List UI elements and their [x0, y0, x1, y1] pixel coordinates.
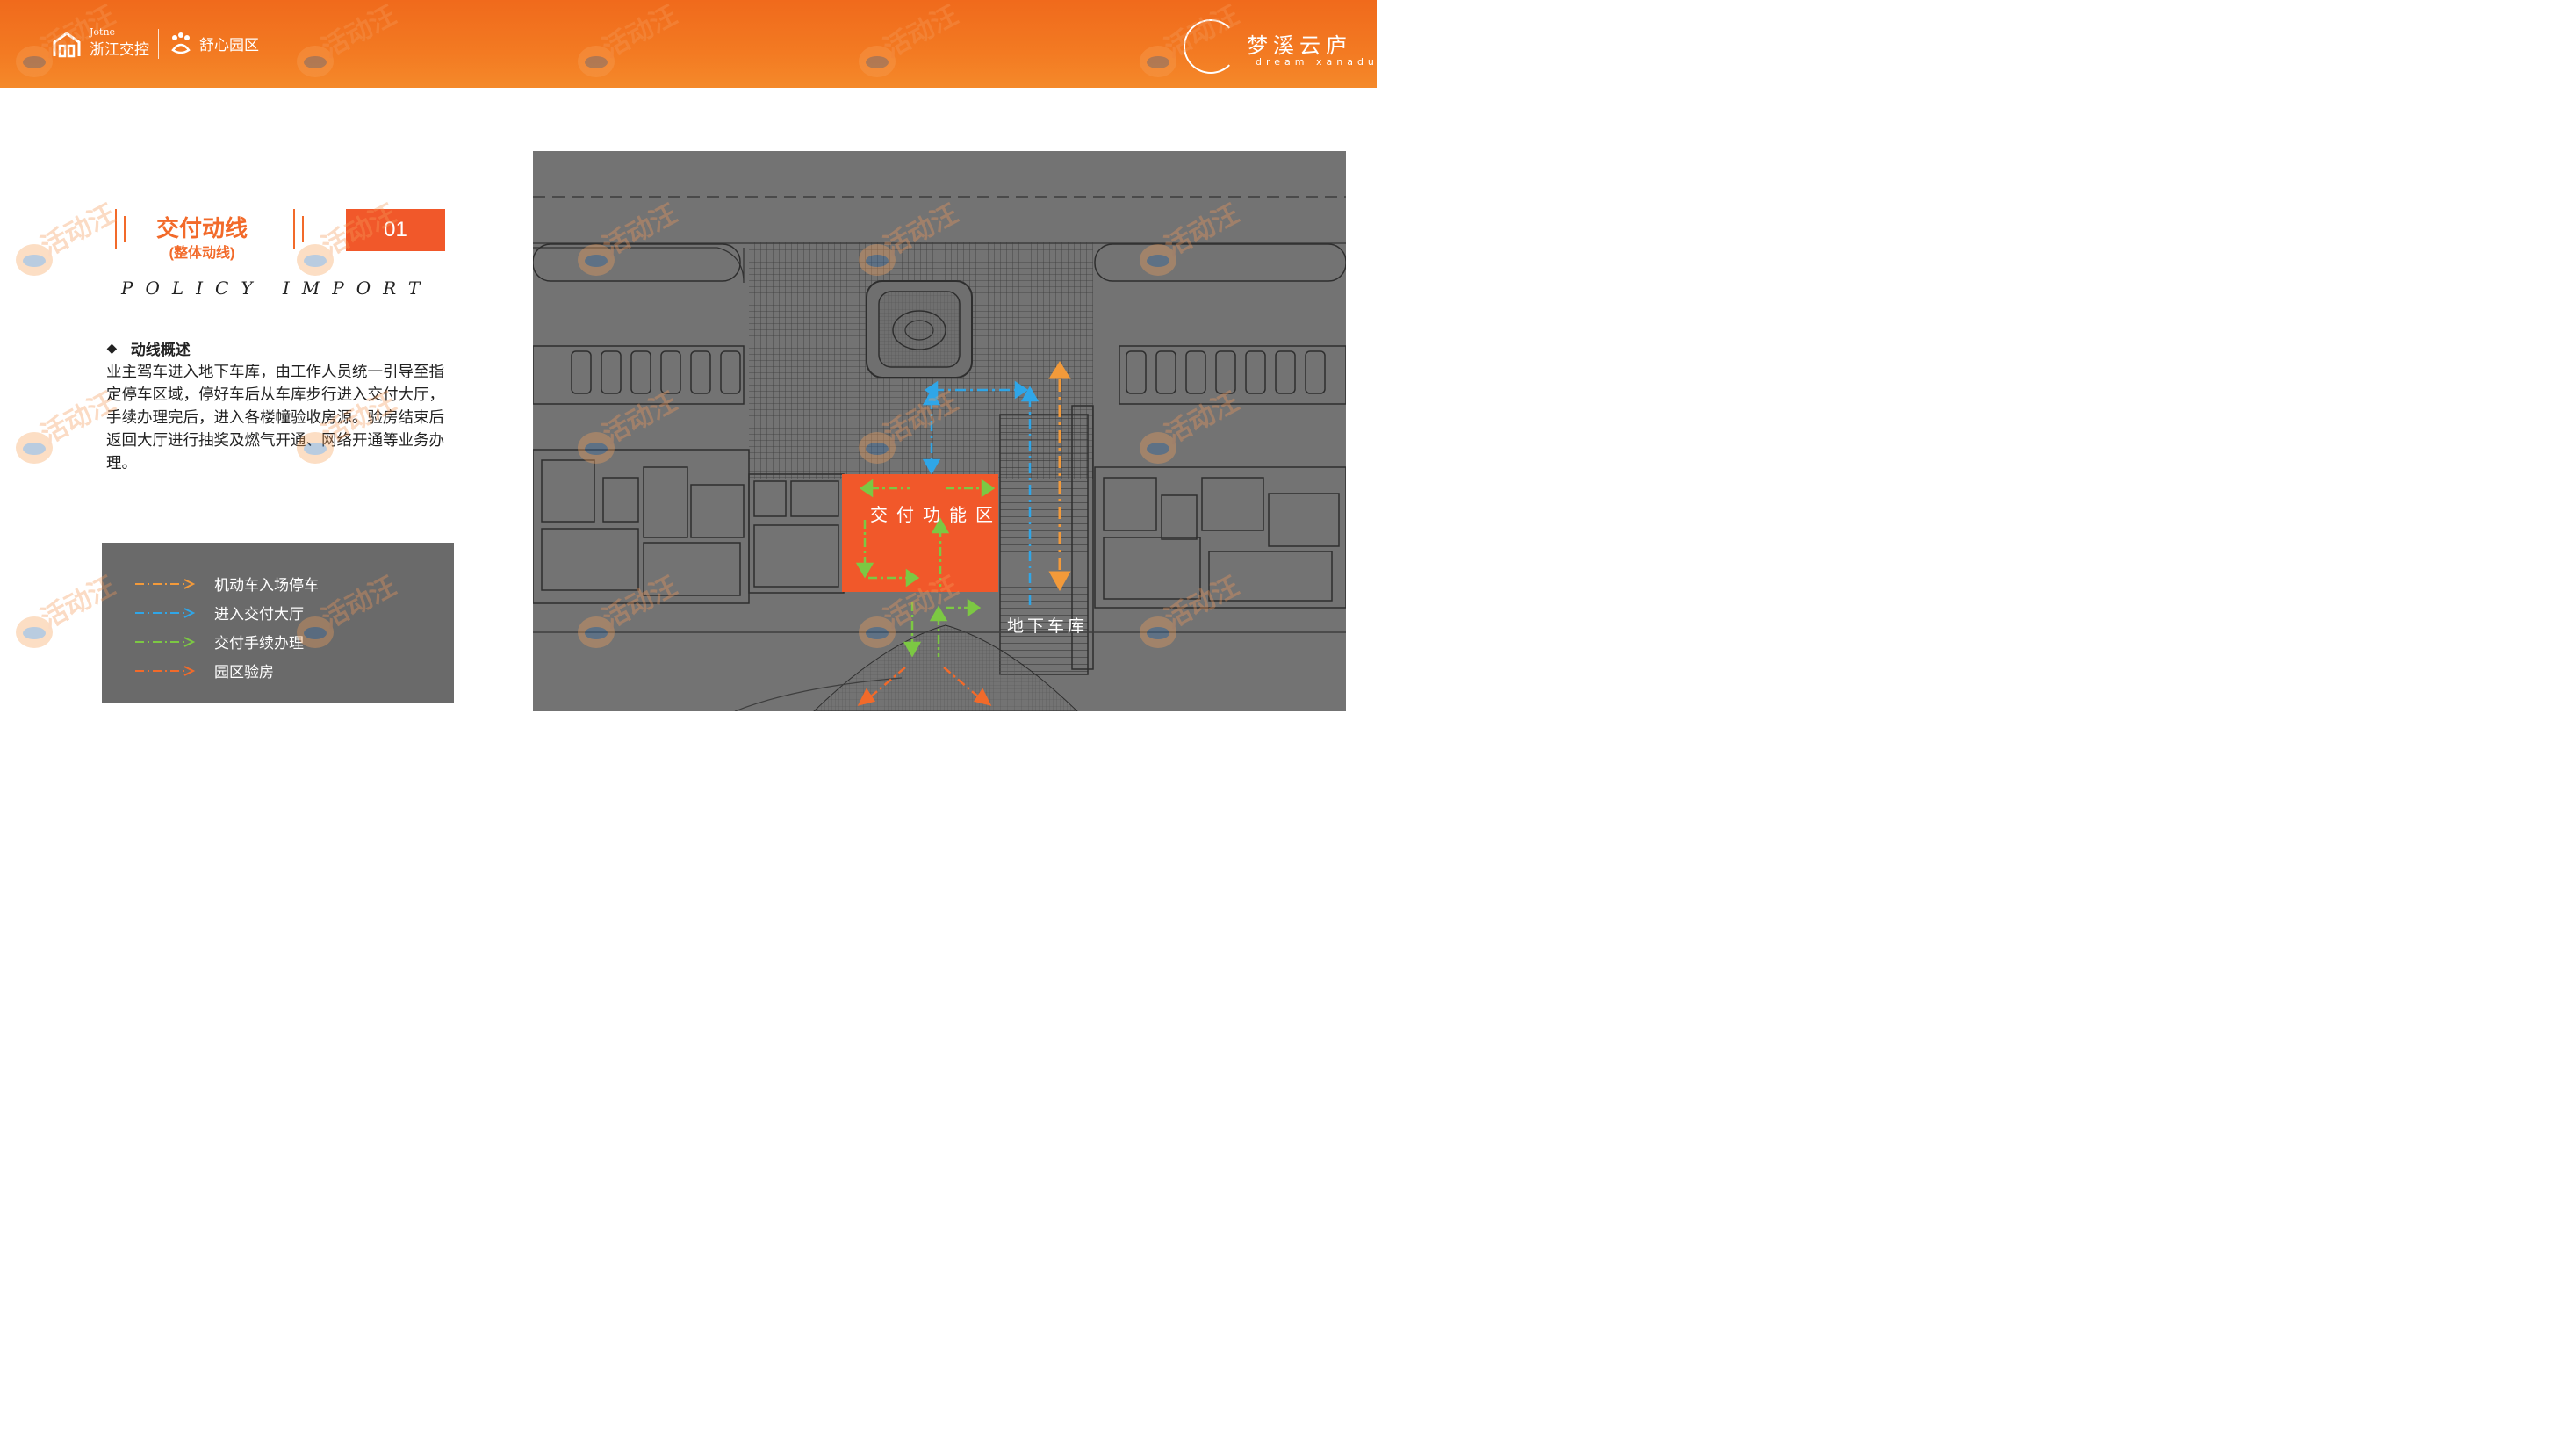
zhejiang-jiaokong-logo: Jotne 浙江交控	[51, 26, 149, 59]
red-dash-arrow-icon	[135, 665, 196, 676]
green-dash-arrow-icon	[135, 636, 196, 647]
legend-item-procedures: 交付手续办理	[135, 631, 304, 652]
jiaokong-logo-icon	[53, 31, 81, 57]
brand-jt-chinese: 浙江交控	[90, 41, 149, 58]
shuxin-park-logo: 舒心园区	[168, 31, 259, 57]
legend-item-enter-hall: 进入交付大厅	[135, 602, 304, 624]
section-title: 交付动线	[155, 215, 248, 242]
brand-divider	[158, 28, 159, 59]
watermark: 活动汪	[16, 199, 139, 278]
delivery-zone-label: 交付功能区	[870, 504, 1002, 525]
watermark: 活动汪	[578, 387, 701, 465]
garage-label: 地下车库	[1007, 616, 1089, 636]
orange-dash-arrow-icon	[135, 578, 196, 589]
site-plan: 交付功能区 地下车库	[533, 151, 1346, 711]
watermark: 活动汪	[1140, 1, 1263, 79]
legend-label: 进入交付大厅	[214, 606, 304, 623]
overview-heading: ◆ 动线概述	[107, 337, 191, 359]
procedure-flow	[855, 479, 996, 658]
paw-icon	[171, 32, 191, 54]
legend-label: 园区验房	[214, 664, 274, 681]
watermark: 活动汪	[1140, 199, 1263, 278]
parking-right	[1119, 345, 1346, 405]
overview-heading-text: 动线概述	[130, 342, 191, 358]
watermark: 活动汪	[578, 572, 701, 650]
section-english: POLICY IMPORT	[121, 278, 433, 299]
inspection-flow	[857, 667, 992, 706]
brand-sx-name: 舒心园区	[199, 37, 259, 54]
title-bar-right-1	[293, 209, 295, 249]
brand-logos: Jotne 浙江交控 舒心园区	[51, 26, 259, 59]
watermark: 活动汪	[1140, 572, 1263, 650]
top-banner: Jotne 浙江交控 舒心园区 梦溪云庐 dream xanadu	[0, 0, 1377, 88]
brand-jt-english: Jotne	[90, 26, 116, 38]
section-subtitle: (整体动线)	[169, 246, 235, 261]
hall-flow	[922, 380, 1040, 608]
watermark: 活动汪	[859, 199, 982, 278]
watermark: 活动汪	[297, 1, 420, 79]
legend-label: 交付手续办理	[214, 635, 304, 652]
watermark: 活动汪	[16, 387, 139, 465]
title-bar-right-2	[302, 216, 304, 242]
watermark: 活动汪	[859, 387, 982, 465]
parking-left	[533, 345, 745, 405]
blue-dash-arrow-icon	[135, 607, 196, 618]
vehicle-flow	[1048, 361, 1071, 592]
watermark: 活动汪	[297, 199, 420, 278]
overview-paragraph: 业主驾车进入地下车库，由工作人员统一引导至指定停车区域，停好车后从车库步行进入交…	[106, 363, 444, 472]
title-bar-left-2	[124, 216, 126, 242]
watermark: 活动汪	[1140, 387, 1263, 465]
watermark: 活动汪	[859, 1, 982, 79]
project-logo-circle-icon	[1184, 19, 1238, 74]
project-name-cn: 梦溪云庐	[1247, 33, 1352, 58]
legend-item-vehicle: 机动车入场停车	[135, 573, 319, 595]
project-name-en: dream xanadu	[1256, 56, 1378, 68]
legend-label: 机动车入场停车	[214, 577, 319, 594]
watermark: 活动汪	[297, 572, 420, 650]
title-bar-left-1	[115, 209, 117, 249]
watermark: 活动汪	[297, 387, 420, 465]
section-number: 01	[346, 209, 445, 251]
watermark: 活动汪	[578, 199, 701, 278]
legend-panel: 机动车入场停车 进入交付大厅 交付手续办理 园区验房	[102, 543, 454, 703]
watermark: 活动汪	[16, 1, 139, 79]
watermark: 活动汪	[859, 572, 982, 650]
watermark: 活动汪	[578, 1, 701, 79]
buildings	[533, 449, 1346, 609]
watermark: 活动汪	[16, 572, 139, 650]
diamond-bullet-icon: ◆	[107, 341, 117, 355]
site-plan-drawing	[533, 196, 1346, 711]
legend-item-inspection: 园区验房	[135, 660, 274, 681]
